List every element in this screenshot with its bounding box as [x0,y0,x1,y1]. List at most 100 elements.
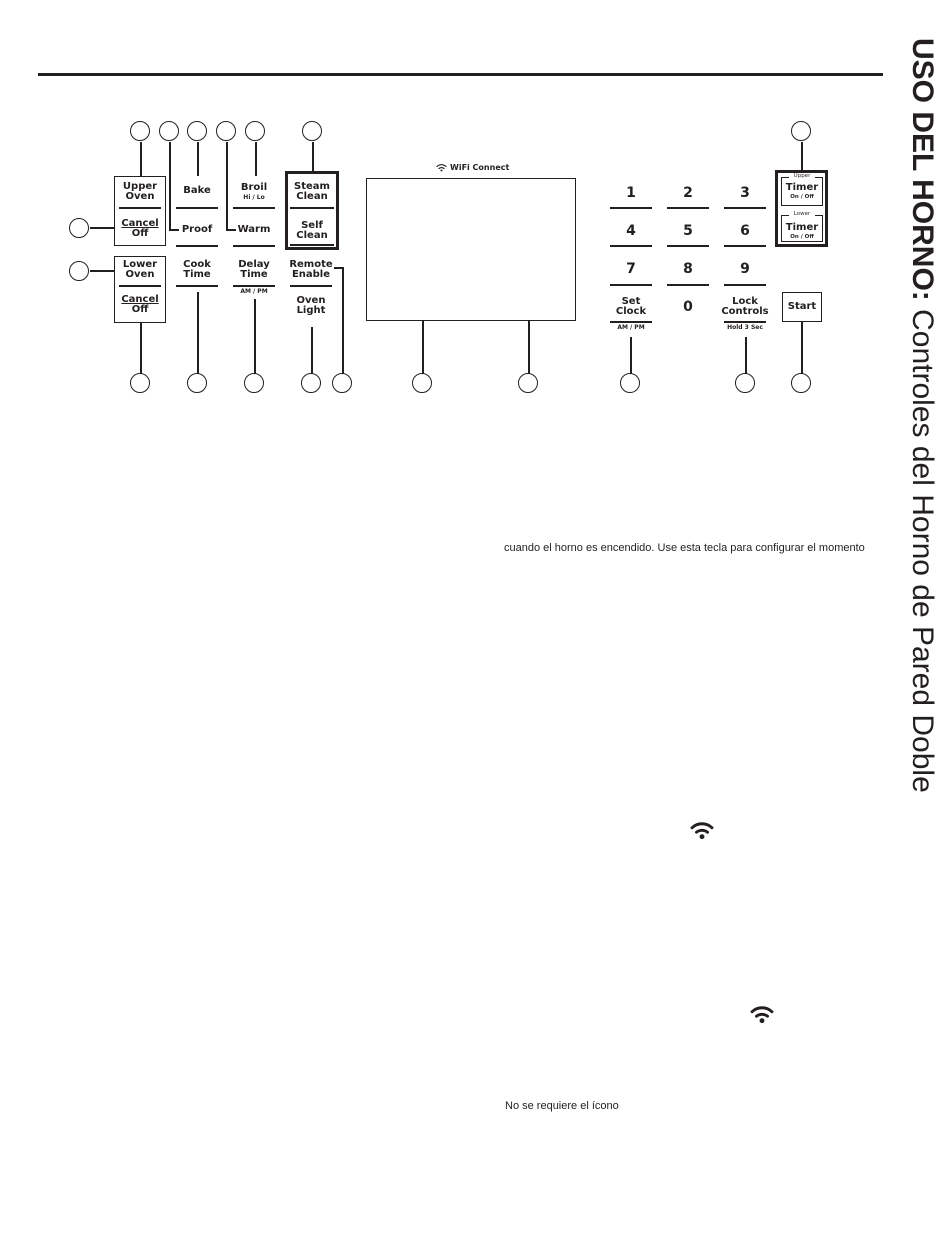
callout-circle [302,121,322,141]
key-1[interactable]: 1 [626,185,636,201]
set-label: Set [621,296,641,307]
leader-line [630,337,632,374]
upper-cancel-off-button[interactable]: Cancel Off [114,219,166,239]
leader-line [312,142,314,171]
callout-circle [187,373,207,393]
divider [290,207,334,209]
leader-line [311,327,313,374]
lower-oven-label-2: Oven [125,269,155,280]
divider [724,245,766,247]
cancel-label: Cancel [121,294,159,305]
upper-oven-box [114,176,166,246]
divider [724,284,766,286]
divider [290,285,332,287]
wifi-connect-label: WiFi Connect [436,162,509,173]
callout-circle [620,373,640,393]
section-title-regular: Controles del Horno de Pared Doble [906,300,939,793]
clean-label: Clean [296,191,328,202]
top-rule [38,73,883,76]
enable-label: Enable [291,269,331,280]
callout-circle [412,373,432,393]
key-7[interactable]: 7 [626,261,636,277]
leader-line [226,229,236,231]
oven-light-button[interactable]: Oven Light [285,296,337,316]
light-label: Light [296,305,326,316]
key-9[interactable]: 9 [740,261,750,277]
body-text-line: cuando el horno es encendido. Use esta t… [504,542,865,554]
upper-timer-tag: Upper [789,173,815,180]
leader-line [169,229,179,231]
delay-am-pm-label: AM / PM [240,288,268,295]
divider [610,245,652,247]
divider [667,207,709,209]
leader-line [342,267,344,374]
self-clean-button[interactable]: Self Clean [285,221,339,241]
divider [176,207,218,209]
key-0[interactable]: 0 [683,299,693,315]
start-button[interactable] [782,292,822,322]
lock-controls-button[interactable]: Lock Controls [718,297,772,317]
lower-timer-label: Timer [785,222,819,233]
lower-oven-button[interactable]: Lower Oven [114,260,166,280]
leader-line [255,142,257,176]
lower-oven-box [114,256,166,323]
remote-label: Remote [289,259,333,270]
divider [233,285,275,287]
callout-circle [130,373,150,393]
cook-time-button[interactable]: Cook Time [172,260,222,280]
leader-line [422,318,424,374]
divider [610,207,652,209]
lower-timer-button[interactable] [781,215,823,242]
divider [724,207,766,209]
bake-button[interactable]: Bake [183,185,211,196]
key-8[interactable]: 8 [683,261,693,277]
controls-label: Controls [721,306,769,317]
callout-circle [518,373,538,393]
key-6[interactable]: 6 [740,223,750,239]
off-label: Off [131,304,149,315]
broil-button[interactable]: Broil [240,182,268,193]
steam-clean-button[interactable]: Steam Clean [285,182,339,202]
leader-line [528,318,530,374]
divider [233,245,275,247]
divider [667,245,709,247]
leader-line [90,227,115,229]
divider [610,284,652,286]
remote-enable-button[interactable]: Remote Enable [285,260,337,280]
divider [119,285,161,287]
key-4[interactable]: 4 [626,223,636,239]
lock-label: Lock [732,296,758,307]
key-5[interactable]: 5 [683,223,693,239]
set-clock-button[interactable]: Set Clock [606,297,656,317]
leader-line [197,292,199,374]
upper-timer-button[interactable] [781,177,823,206]
upper-oven-label-2: Oven [125,191,155,202]
callout-circle [791,121,811,141]
proof-button[interactable]: Proof [181,224,213,235]
upper-oven-button[interactable]: Upper Oven [114,182,166,202]
lower-cancel-off-button[interactable]: Cancel Off [114,295,166,315]
cancel-label: Cancel [121,218,159,229]
callout-circle [216,121,236,141]
divider [233,207,275,209]
broil-hi-lo-label: Hi / Lo [243,194,265,201]
callout-circle [159,121,179,141]
section-title-bold: USO DEL HORNO: [906,38,939,301]
lower-timer-tag: Lower [789,211,815,218]
key-2[interactable]: 2 [683,185,693,201]
callout-circle [130,121,150,141]
callout-circle [332,373,352,393]
lower-oven-label-1: Lower [122,259,158,270]
warm-button[interactable]: Warm [237,224,271,235]
delay-time-button[interactable]: Delay Time [229,260,279,280]
callout-circle [244,373,264,393]
divider [610,321,652,323]
callout-circle [69,261,89,281]
leader-line [334,267,343,269]
key-3[interactable]: 3 [740,185,750,201]
lower-timer-on-off: On / Off [790,234,814,240]
wifi-icon [436,164,447,172]
off-label: Off [131,228,149,239]
leader-line [197,142,199,176]
upper-timer-on-off: On / Off [790,194,814,200]
